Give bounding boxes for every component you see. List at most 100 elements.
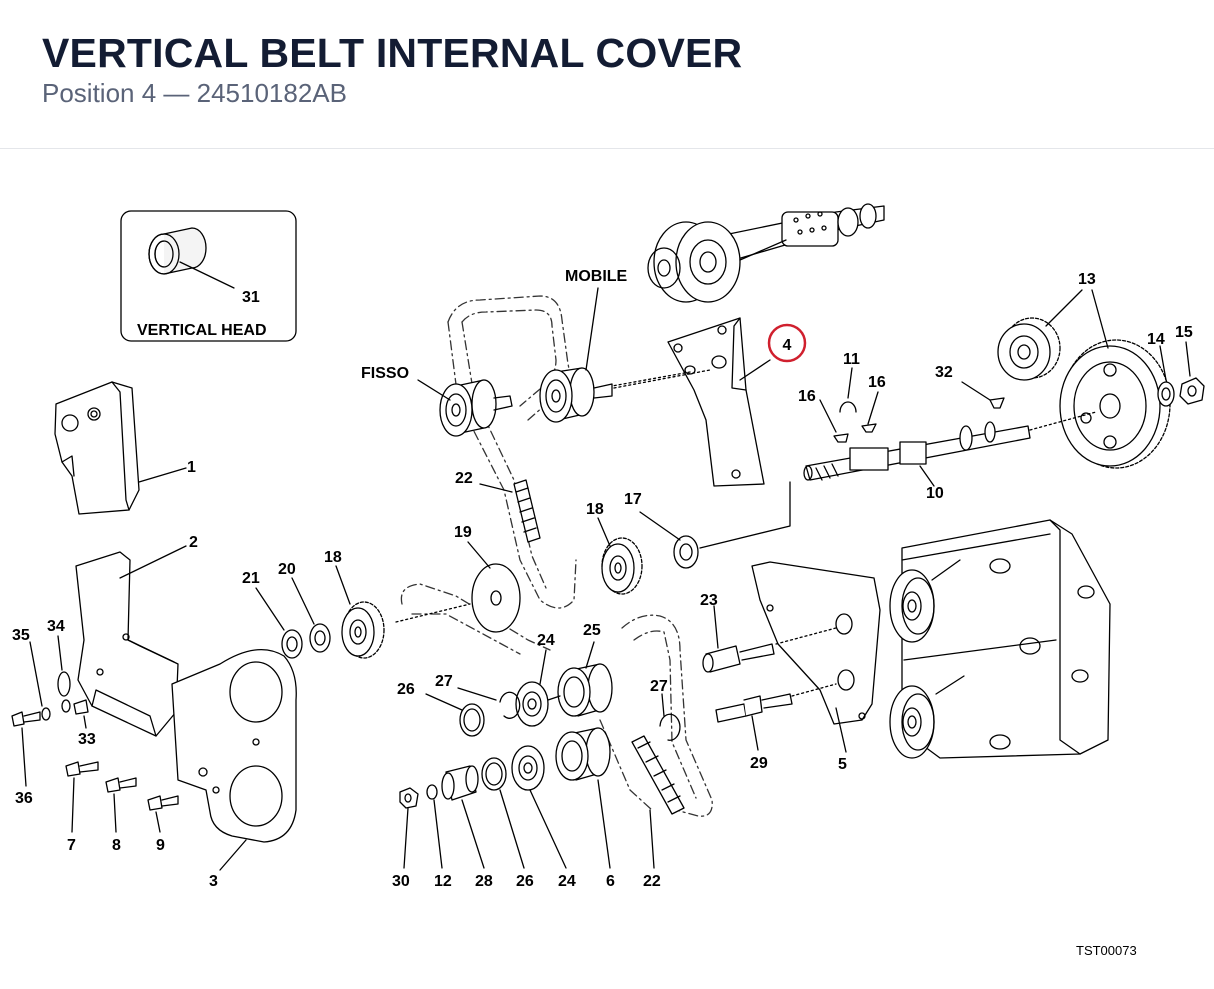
part-17-spacer[interactable] (639, 511, 699, 569)
part-13-gear-large[interactable] (1059, 289, 1171, 469)
label-27-right: 27 (650, 678, 668, 695)
part-35-washer[interactable] (29, 641, 51, 721)
page-subtitle: Position 4 — 24510182AB (42, 78, 347, 108)
label-36: 36 (15, 790, 33, 807)
label-22-upper: 22 (455, 470, 473, 487)
label-6: 6 (606, 873, 615, 890)
page-title: VERTICAL BELT INTERNAL COVER (42, 30, 743, 76)
label-5: 5 (838, 756, 847, 773)
label-35: 35 (12, 627, 30, 644)
label-22-lower: 22 (643, 873, 661, 890)
part-31-bushing[interactable] (148, 227, 235, 289)
label-30: 30 (392, 873, 410, 890)
part-7-screw[interactable] (65, 761, 99, 833)
label-4: 4 (783, 337, 792, 354)
label-34: 34 (47, 618, 65, 635)
label-2: 2 (189, 534, 198, 551)
part-30-nut[interactable] (399, 787, 419, 869)
part-25-idler[interactable] (557, 641, 613, 717)
label-18-lower: 18 (324, 549, 342, 566)
part-28-sleeve[interactable] (441, 765, 485, 869)
label-32: 32 (935, 364, 953, 381)
part-18-sprocket-upper[interactable] (597, 517, 643, 595)
part-23-stud[interactable] (702, 605, 837, 673)
part-32-key[interactable] (961, 381, 1005, 409)
part-22-belt-lower[interactable] (631, 735, 685, 869)
part-29-stud[interactable] (715, 683, 837, 751)
part-4-internal-cover[interactable] (667, 317, 771, 487)
part-16-key-left[interactable] (819, 399, 849, 443)
fisso-fixed-idler[interactable] (417, 379, 513, 437)
label-20: 20 (278, 561, 296, 578)
label-21: 21 (242, 570, 260, 587)
part-20-washer[interactable] (291, 577, 331, 653)
label-24-upper: 24 (537, 632, 555, 649)
part-34-oring[interactable] (57, 635, 71, 713)
part-26-ring-upper[interactable] (425, 693, 485, 737)
part-36-screw[interactable] (11, 711, 41, 787)
part-13-gear-small[interactable] (997, 289, 1083, 381)
part-14-washer[interactable] (1157, 345, 1175, 407)
drawing-code: TST00073 (1076, 943, 1137, 958)
label-19: 19 (454, 524, 472, 541)
label-15: 15 (1175, 324, 1193, 341)
part-1-upper-cover[interactable] (54, 381, 187, 515)
part-27-circlip-right[interactable] (659, 693, 681, 741)
inset-caption: VERTICAL HEAD (137, 322, 267, 339)
label-12: 12 (434, 873, 452, 890)
part-3-backing-plate[interactable] (171, 649, 297, 871)
part-19-washer[interactable] (395, 541, 521, 633)
page-header: VERTICAL BELT INTERNAL COVER Position 4 … (0, 0, 1214, 149)
label-17: 17 (624, 491, 642, 508)
label-24-lower: 24 (558, 873, 576, 890)
inset-vertical-head (120, 210, 297, 342)
part-labels: VERTICAL HEAD MOBILE FISSO 4 31 1 2 3 5 … (12, 268, 1193, 890)
label-7: 7 (67, 837, 76, 854)
label-13: 13 (1078, 271, 1096, 288)
label-29: 29 (750, 755, 768, 772)
label-18-upper: 18 (586, 501, 604, 518)
label-26-lower: 26 (516, 873, 534, 890)
part-5-rear-plate[interactable] (751, 561, 881, 753)
label-9: 9 (156, 837, 165, 854)
part-2-lower-cover[interactable] (75, 545, 187, 737)
callout-mobile: MOBILE (565, 268, 628, 285)
part-10-shaft[interactable] (699, 421, 1031, 549)
part-9-screw[interactable] (147, 795, 179, 833)
label-28: 28 (475, 873, 493, 890)
part-21-nut[interactable] (255, 587, 303, 659)
label-23: 23 (700, 592, 718, 609)
highlight-ring-position-4 (767, 323, 807, 363)
label-16-right: 16 (868, 374, 886, 391)
part-8-screw[interactable] (105, 777, 137, 833)
label-31: 31 (242, 289, 260, 306)
label-14: 14 (1147, 331, 1165, 348)
label-8: 8 (112, 837, 121, 854)
part-27-circlip-upper[interactable] (457, 687, 521, 719)
part-6-idler[interactable] (555, 727, 611, 869)
label-11: 11 (843, 351, 860, 368)
camshaft-assembly (647, 203, 885, 303)
label-33: 33 (78, 731, 96, 748)
part-33-spacer[interactable] (73, 699, 89, 729)
part-18-sprocket-lower[interactable] (335, 565, 385, 659)
timing-belt-routing (400, 295, 713, 817)
label-27-upper: 27 (435, 673, 453, 690)
label-10: 10 (926, 485, 944, 502)
mobile-tensioner[interactable] (539, 287, 711, 423)
label-26-upper: 26 (397, 681, 415, 698)
cylinder-head (889, 519, 1111, 759)
part-15-nut[interactable] (1179, 341, 1205, 405)
label-16-left: 16 (798, 388, 816, 405)
label-25: 25 (583, 622, 601, 639)
part-16-key-right[interactable] (861, 391, 879, 433)
part-26-ring-lower[interactable] (481, 757, 525, 869)
label-1: 1 (187, 459, 196, 476)
part-12-washer[interactable] (426, 784, 443, 869)
part-24-bearing-upper[interactable] (515, 649, 561, 727)
part-24-bearing-lower[interactable] (511, 745, 567, 869)
label-3: 3 (209, 873, 218, 890)
part-11-circlip[interactable] (839, 367, 857, 413)
part-22-belt-upper[interactable] (479, 479, 541, 543)
